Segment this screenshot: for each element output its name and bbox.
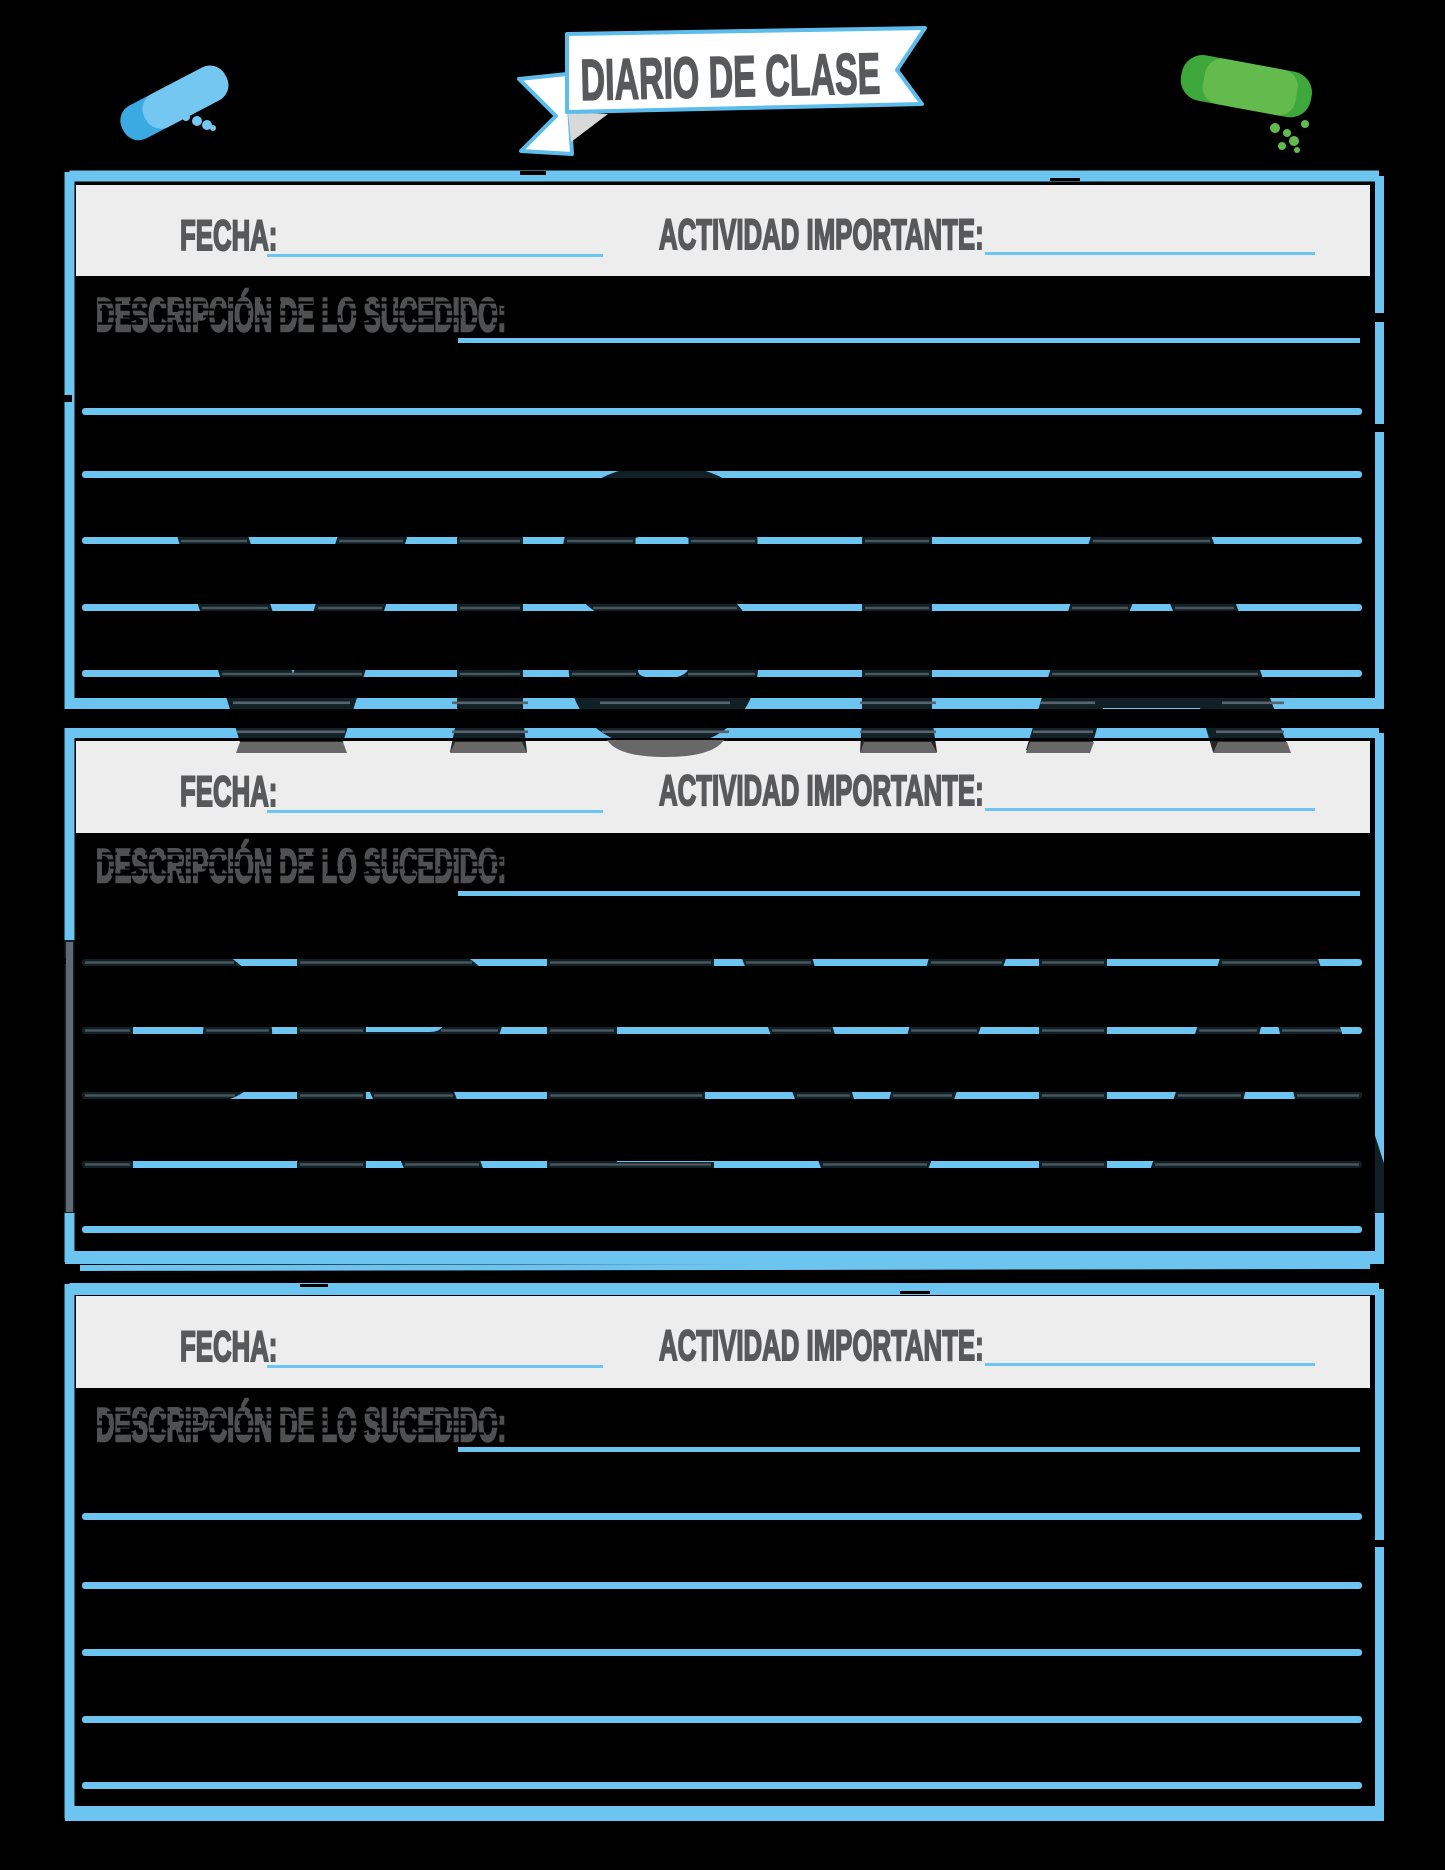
svg-text:FECHA:: FECHA: [180,767,277,816]
svg-text:ACTIVIDAD IMPORTANTE:: ACTIVIDAD IMPORTANTE: [659,1321,984,1370]
svg-text:DIARIO DE CLASE: DIARIO DE CLASE [580,42,881,113]
svg-text:ACTIVIDAD IMPORTANTE:: ACTIVIDAD IMPORTANTE: [659,210,984,259]
svg-text:FECHA:: FECHA: [180,211,277,260]
svg-text:ACTIVIDAD IMPORTANTE:: ACTIVIDAD IMPORTANTE: [659,766,984,815]
svg-text:FECHA:: FECHA: [180,1322,277,1371]
